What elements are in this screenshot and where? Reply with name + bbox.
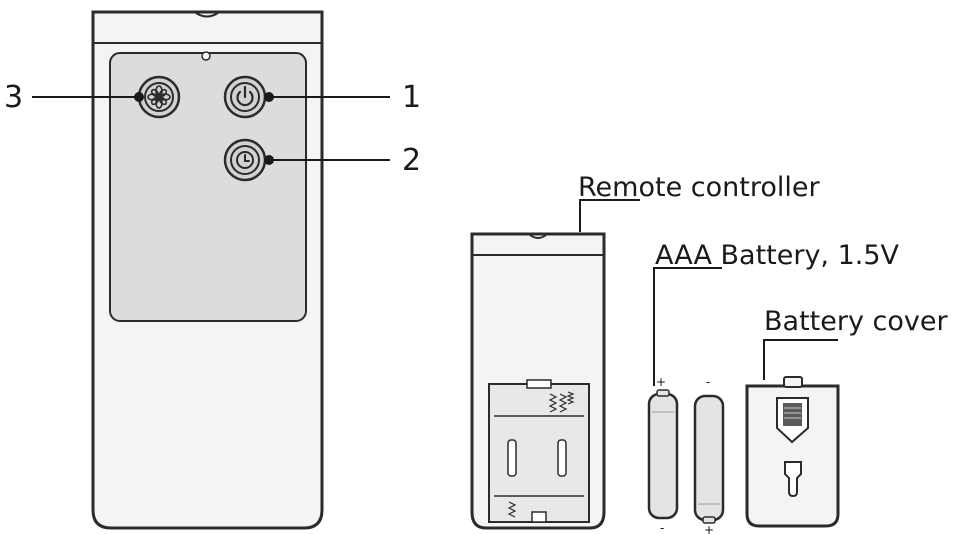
- battery-leader: [653, 267, 722, 386]
- clock-icon: [236, 151, 254, 169]
- compartment-latch: [531, 511, 547, 523]
- remote-front-notch: [195, 12, 219, 18]
- batteries: + - - + AAA Battery, 1.5V: [647, 240, 900, 534]
- callout-leaders: [32, 92, 390, 165]
- callout-power: 1: [402, 80, 421, 115]
- cover-keyhole: [784, 461, 802, 498]
- remote-back: Remote controller: [470, 172, 820, 530]
- battery-cover-body: [745, 384, 840, 528]
- battery-cover-leader: [763, 339, 838, 380]
- power-icon: [236, 85, 254, 107]
- battery-cover-label: Battery cover: [764, 306, 948, 337]
- battery-right-plus: +: [704, 523, 714, 534]
- compartment-tab: [526, 379, 552, 389]
- remote-back-notch: [529, 234, 547, 239]
- compartment-spring-top: [548, 391, 575, 413]
- callout-fan: 3: [4, 80, 23, 115]
- battery-left-minus: -: [660, 521, 664, 534]
- battery-right: [693, 394, 725, 524]
- fan-button[interactable]: [137, 75, 181, 119]
- battery-cover: Battery cover: [745, 306, 948, 528]
- timer-button[interactable]: [223, 138, 267, 182]
- battery-slot-left: [507, 439, 517, 477]
- remote-controller-leader: [579, 199, 640, 232]
- remote-controller-label: Remote controller: [578, 172, 820, 203]
- compartment-spring-bottom: [507, 501, 517, 518]
- callout-timer: 2: [402, 143, 421, 178]
- battery-compartment: [488, 383, 590, 523]
- cover-grip: [783, 403, 802, 426]
- battery-left-plus: +: [656, 375, 666, 389]
- battery-cover-tab: [783, 376, 803, 388]
- battery-slot-right: [557, 439, 567, 477]
- power-button[interactable]: [223, 75, 267, 119]
- indicator-led: [201, 51, 211, 61]
- fan-icon: [147, 85, 171, 109]
- battery-left: [647, 389, 679, 520]
- battery-label: AAA Battery, 1.5V: [655, 240, 900, 271]
- remote-front: 3 1 2: [4, 10, 421, 530]
- battery-right-minus: -: [706, 375, 710, 389]
